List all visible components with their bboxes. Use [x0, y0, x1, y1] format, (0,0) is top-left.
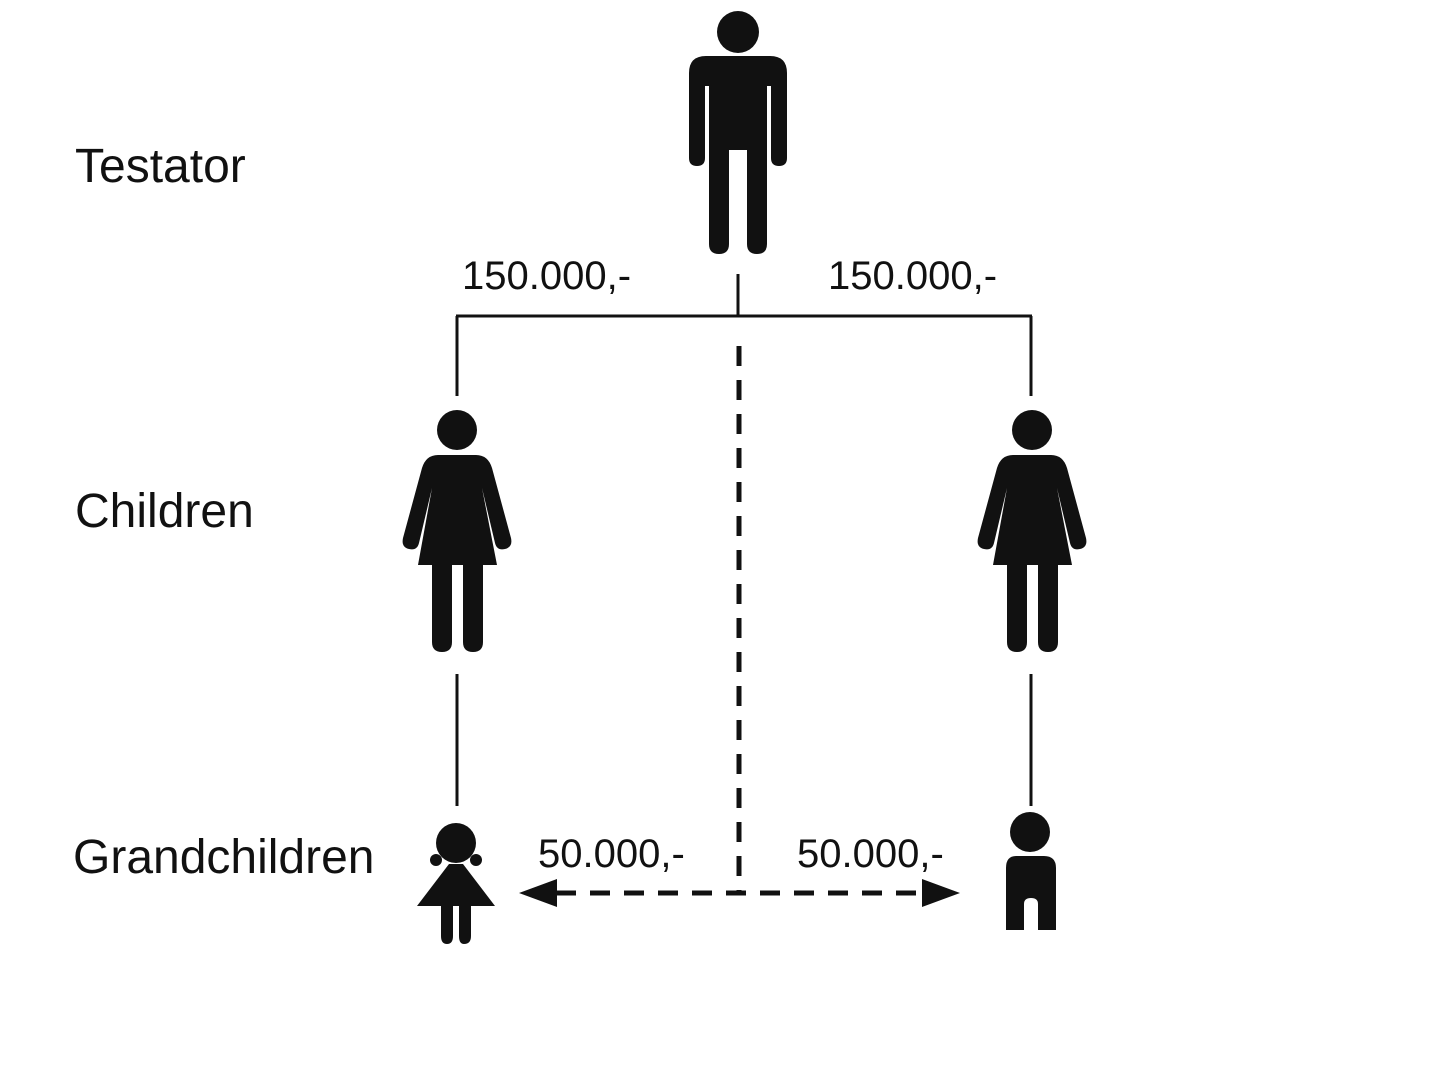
man-icon: [689, 11, 787, 254]
boy-icon: [1006, 812, 1056, 930]
woman-icon-left: [402, 410, 512, 652]
amount-child-right: 150.000,-: [828, 254, 997, 298]
amount-grandchild-left: 50.000,-: [538, 832, 685, 876]
amount-grandchild-right: 50.000,-: [797, 832, 944, 876]
row-label-children: Children: [75, 485, 254, 538]
amount-child-left: 150.000,-: [462, 254, 631, 298]
girl-icon: [417, 823, 495, 944]
woman-icon-right: [977, 410, 1087, 652]
row-label-testator: Testator: [75, 140, 246, 193]
arrowhead-right-icon: [922, 879, 960, 907]
arrowhead-left-icon: [519, 879, 557, 907]
row-label-grandchildren: Grandchildren: [73, 831, 375, 884]
